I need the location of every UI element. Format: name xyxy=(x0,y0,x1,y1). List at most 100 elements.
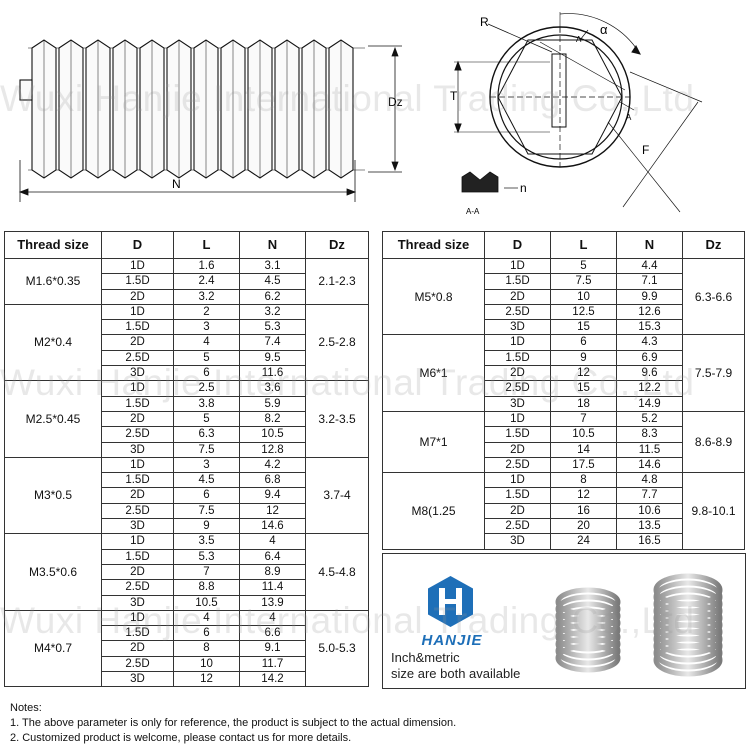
l-cell: 5 xyxy=(550,257,617,275)
insert-coil-ring xyxy=(555,601,621,631)
d-cell: 1D xyxy=(101,303,174,321)
thread-size-cell: M6*1 xyxy=(382,334,485,412)
l-cell: 10 xyxy=(550,288,617,305)
n-cell: 12.2 xyxy=(616,380,683,397)
insert-coil-ring xyxy=(555,629,621,659)
l-cell: 6.3 xyxy=(173,426,240,443)
l-cell: 1.6 xyxy=(173,257,240,275)
n-cell: 8.3 xyxy=(616,426,683,443)
insert-coil-ring xyxy=(555,587,621,617)
n-cell: 3.1 xyxy=(239,257,306,275)
d-cell: 2D xyxy=(101,640,174,657)
l-cell: 7 xyxy=(173,563,240,581)
table-header-row: Thread size D L N Dz xyxy=(382,231,745,259)
d-cell: 2.5D xyxy=(101,426,174,443)
d-cell: 3D xyxy=(101,671,174,688)
insert-coil-ring xyxy=(555,608,621,638)
l-cell: 12 xyxy=(550,365,617,382)
n-cell: 4.8 xyxy=(616,472,683,489)
l-cell: 18 xyxy=(550,395,617,412)
d-cell: 1D xyxy=(101,456,174,474)
thread-size-cell: M8(1.25 xyxy=(382,472,485,550)
section-a2-label: A xyxy=(626,113,632,122)
dz-label: Dz xyxy=(388,95,403,109)
n-cell: 9.5 xyxy=(239,349,306,367)
l-cell: 20 xyxy=(550,518,617,535)
thread-size-cell: M3*0.5 xyxy=(4,456,102,535)
l-cell: 2 xyxy=(173,303,240,321)
l-cell: 16 xyxy=(550,502,617,520)
coil-side-view-drawing: Dz N xyxy=(18,39,403,202)
l-cell: 10.5 xyxy=(550,426,617,443)
d-cell: 2D xyxy=(484,441,551,458)
n-cell: 4.5 xyxy=(239,273,306,290)
n-cell: 10.5 xyxy=(239,426,306,443)
header-thread-size: Thread size xyxy=(4,231,102,259)
n-label: N xyxy=(172,177,181,191)
header-d: D xyxy=(101,231,174,259)
hanjie-logo-icon xyxy=(428,576,473,627)
l-cell: 12.5 xyxy=(550,303,617,321)
d-cell: 2D xyxy=(101,487,174,504)
d-cell: 2D xyxy=(101,334,174,351)
d-cell: 1.5D xyxy=(101,395,174,412)
d-cell: 1D xyxy=(101,533,174,550)
insert-coil-ring xyxy=(555,594,621,624)
d-cell: 1D xyxy=(101,609,174,627)
section-aa-label: A-A xyxy=(466,207,480,216)
l-cell: 4 xyxy=(173,609,240,627)
d-cell: 3D xyxy=(101,594,174,611)
dz-cell: 3.2-3.5 xyxy=(305,380,369,458)
insert-coil-ring xyxy=(653,629,723,663)
d-cell: 1.5D xyxy=(101,625,174,642)
d-cell: 2D xyxy=(484,365,551,382)
notes-section: Notes: 1. The above parameter is only fo… xyxy=(10,701,730,746)
n-cell: 12 xyxy=(239,502,306,520)
d-cell: 1.5D xyxy=(101,319,174,336)
d-cell: 1D xyxy=(484,472,551,489)
n-cell: 7.7 xyxy=(616,487,683,504)
availability-line-2: size are both available xyxy=(391,666,521,681)
n-cell: 5.2 xyxy=(616,410,683,428)
insert-coil-ring xyxy=(555,636,621,666)
d-cell: 3D xyxy=(484,319,551,336)
dz-cell: 4.5-4.8 xyxy=(305,533,369,611)
l-cell: 2.4 xyxy=(173,273,240,290)
l-cell: 3 xyxy=(173,456,240,474)
n-cell: 4 xyxy=(239,533,306,550)
l-cell: 4.5 xyxy=(173,472,240,489)
d-cell: 2.5D xyxy=(101,655,174,673)
thread-size-cell: M1.6*0.35 xyxy=(4,258,102,305)
dz-cell: 7.5-7.9 xyxy=(682,334,745,412)
n-cell: 6.8 xyxy=(239,472,306,489)
n-cell: 11.5 xyxy=(616,441,683,458)
header-l: L xyxy=(550,231,617,259)
l-cell: 12 xyxy=(550,487,617,504)
n-cell: 6.6 xyxy=(239,625,306,642)
thread-size-cell: M3.5*0.6 xyxy=(4,533,102,611)
n-cell: 6.4 xyxy=(239,548,306,565)
